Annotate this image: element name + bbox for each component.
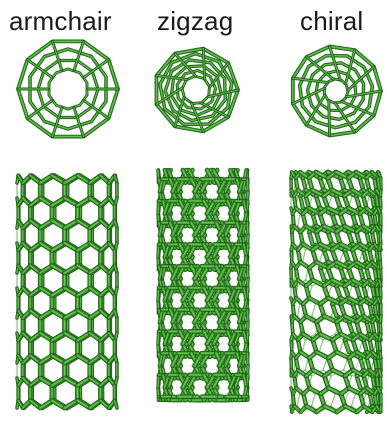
armchair-nanotube-side-view-icon xyxy=(17,176,117,409)
zigzag-nanotube-end-view-icon xyxy=(157,49,239,132)
armchair-nanotube-end-view-icon xyxy=(18,41,118,136)
chiral-nanotube-side-view-icon xyxy=(291,172,381,412)
zigzag-nanotube-side-view-icon xyxy=(158,170,248,400)
chiral-nanotube-end-view-icon xyxy=(293,47,381,136)
